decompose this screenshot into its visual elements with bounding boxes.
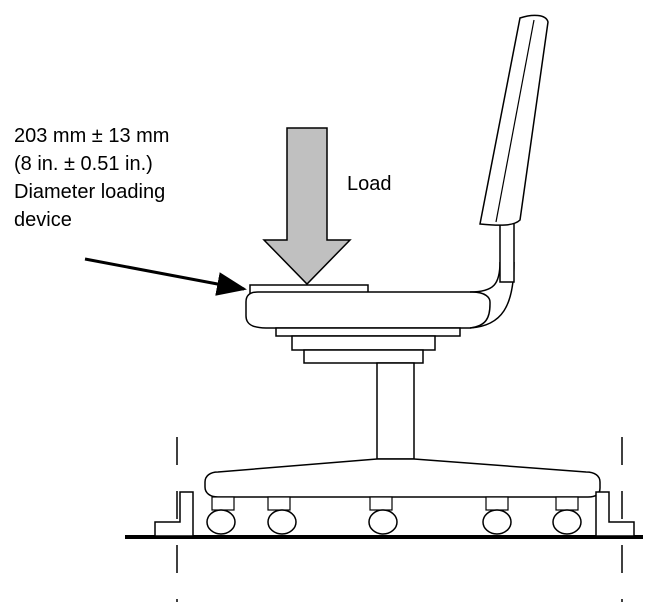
loading-device-spec-label: 203 mm ± 13 mm (8 in. ± 0.51 in.) Diamet… xyxy=(14,122,169,234)
gas-cylinder xyxy=(376,362,415,460)
spec-line-2: (8 in. ± 0.51 in.) xyxy=(14,153,153,175)
spec-line-1: 203 mm ± 13 mm xyxy=(14,125,170,147)
mechanism-block-lower xyxy=(303,349,424,364)
chair-base xyxy=(204,458,601,498)
seat-cushion xyxy=(245,291,491,329)
spec-line-4: device xyxy=(14,209,72,231)
caster-stems xyxy=(211,496,579,511)
spec-line-3: Diameter loading xyxy=(14,181,166,203)
backrest xyxy=(479,14,549,226)
mechanism-block-upper xyxy=(291,335,436,351)
backrest-inner-edge xyxy=(495,19,535,223)
load-arrow xyxy=(262,127,352,286)
back-upright xyxy=(499,221,515,283)
load-label: Load xyxy=(347,173,392,195)
leader-line xyxy=(84,257,247,296)
seat-plate xyxy=(275,327,461,337)
casters xyxy=(206,509,582,535)
right-stop-block xyxy=(595,491,635,537)
left-stop-block xyxy=(154,491,194,537)
